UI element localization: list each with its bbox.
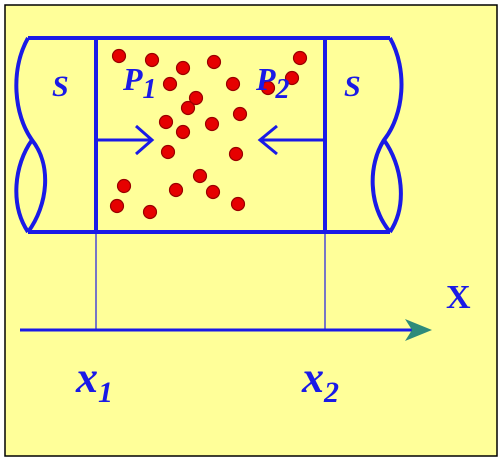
gas-particle — [206, 54, 222, 70]
gas-particle — [204, 116, 220, 132]
pressure-label-left-base: P — [122, 61, 143, 97]
gas-particle — [144, 52, 160, 68]
pressure-arrow-left — [98, 124, 155, 156]
gas-particle — [142, 204, 158, 220]
gas-particle — [225, 76, 241, 92]
pipe-left-end — [14, 37, 48, 234]
gas-particle — [158, 114, 174, 130]
pressure-label-left: P1 — [122, 61, 157, 105]
gas-particle — [109, 198, 125, 214]
area-label-right: S — [344, 70, 361, 103]
gas-particle — [111, 48, 127, 64]
pressure-label-right: P2 — [255, 61, 290, 105]
gas-particle — [260, 80, 276, 96]
gas-particle — [228, 146, 244, 162]
x1-label: x1 — [75, 353, 113, 409]
pipe-right-end — [370, 37, 404, 234]
area-label-left: S — [52, 70, 69, 103]
gas-particle — [188, 90, 204, 106]
x2-label-sub: 2 — [323, 376, 339, 409]
x2-label: x2 — [301, 353, 339, 409]
gas-particle — [180, 100, 196, 116]
gas-particle — [168, 182, 184, 198]
gas-particle — [284, 70, 300, 86]
x-axis-arrowhead — [405, 319, 432, 341]
gas-particle — [232, 106, 248, 122]
pressure-arrow-right — [257, 124, 323, 156]
axis-label: X — [446, 279, 471, 316]
pressure-label-right-base: P — [255, 61, 276, 97]
gas-particle — [230, 196, 246, 212]
gas-particle — [292, 50, 308, 66]
pipe — [14, 36, 404, 234]
gas-particle — [116, 178, 132, 194]
gas-particle — [205, 184, 221, 200]
gas-particle — [175, 124, 191, 140]
pressure-label-right-sub: 2 — [275, 74, 290, 105]
x1-label-base: x — [75, 353, 98, 402]
gas-particle — [160, 144, 176, 160]
x1-label-sub: 1 — [98, 376, 113, 409]
gas-particle — [162, 76, 178, 92]
gas-particle — [192, 168, 208, 184]
x2-label-base: x — [301, 353, 324, 402]
gas-particles — [109, 48, 308, 220]
pressure-label-left-sub: 1 — [143, 74, 157, 105]
gas-particle — [175, 60, 191, 76]
